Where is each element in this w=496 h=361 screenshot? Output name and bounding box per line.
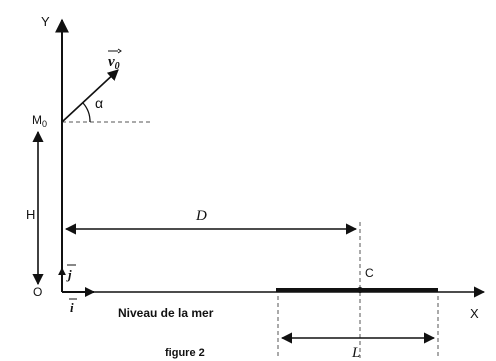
launch-point-subscript: 0	[42, 119, 47, 129]
velocity-subscript: 0	[115, 61, 120, 72]
unit-vector-j-label: j	[66, 267, 72, 282]
velocity-vector	[61, 69, 119, 123]
height-label: H	[26, 207, 35, 222]
velocity-label: v0	[108, 54, 120, 72]
length-label: L	[351, 345, 360, 361]
velocity-label-arrow-over-head	[117, 48, 122, 54]
angle-arc	[82, 102, 91, 123]
y-axis-label: Y	[41, 14, 50, 29]
angle-label: α	[95, 95, 103, 111]
unit-vector-i-label: i	[70, 300, 74, 315]
x-axis-label: X	[470, 306, 479, 321]
target-point	[357, 287, 363, 293]
distance-label: D	[195, 208, 207, 224]
launch-point-label: M0	[32, 113, 47, 129]
figure-caption: figure 2	[165, 347, 205, 359]
target-label: C	[365, 266, 374, 280]
origin-label: O	[33, 285, 42, 299]
sea-level-label: Niveau de la mer	[118, 306, 214, 320]
